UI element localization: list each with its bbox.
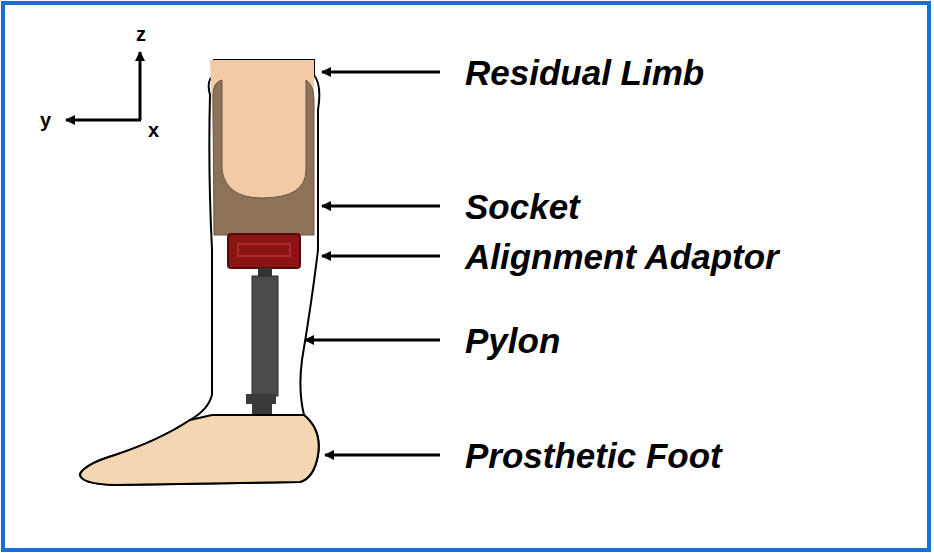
frame (3, 3, 929, 550)
adaptor-stud (258, 268, 272, 276)
cosmetic-cover (80, 60, 319, 485)
part-label: Prosthetic Foot (465, 438, 722, 473)
axis-label: y (40, 110, 51, 130)
axis-label: z (136, 24, 146, 44)
alignment-adaptor (228, 234, 300, 268)
prosthetic-foot (80, 415, 319, 485)
socket (213, 80, 314, 235)
axis-label: x (148, 120, 159, 140)
axes (66, 52, 141, 120)
pylon-base (252, 404, 272, 414)
adaptor-detail (238, 244, 290, 256)
pylon-clamp (246, 394, 276, 404)
part-label: Residual Limb (465, 55, 704, 90)
pylon (252, 276, 278, 396)
residual-limb (210, 60, 314, 200)
leader-arrows (305, 72, 440, 455)
part-label: Socket (465, 189, 580, 224)
part-label: Alignment Adaptor (465, 239, 779, 274)
part-label: Pylon (465, 323, 560, 358)
